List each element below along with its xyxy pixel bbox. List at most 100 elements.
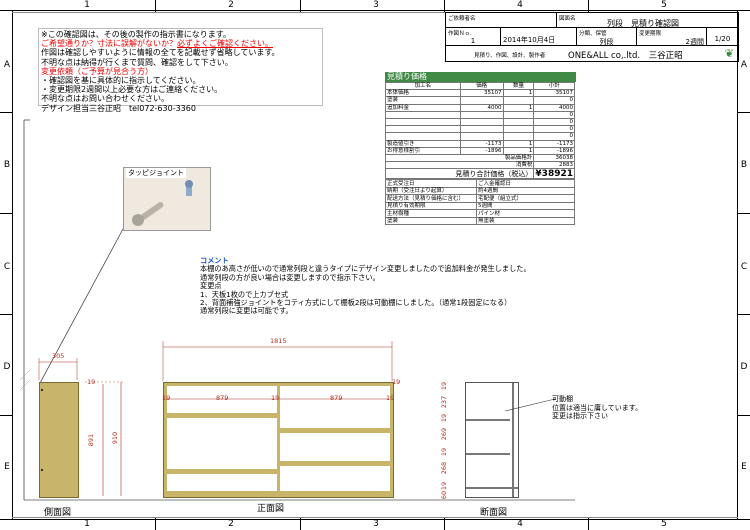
- shelf-board: [167, 413, 277, 418]
- col-4-top: 4: [517, 0, 523, 10]
- note-line-5: 変更依頼（ご予算が見合う方）: [41, 66, 153, 76]
- info-row: 塗装無塗装: [385, 216, 575, 226]
- side-view-label: 側面図: [44, 508, 72, 518]
- screw-icon: [132, 180, 193, 226]
- total-label: 見積り合計価格（税込）: [384, 168, 535, 180]
- col-5-bottom: 5: [661, 519, 667, 529]
- section-view: [465, 382, 519, 498]
- front-right-side: [390, 383, 393, 497]
- shelf-board: [167, 469, 277, 474]
- front-width-dim: 1815: [270, 337, 287, 345]
- front-view: [163, 382, 394, 498]
- frame-left: [12, 10, 13, 520]
- row-d-right: D: [740, 362, 748, 372]
- note-line-9: デザイン担当三谷正昭 tel072-630-3360: [41, 103, 196, 113]
- author-caption: 作図Ｎｏ.: [448, 31, 472, 37]
- client-caption: ご依頼者名: [448, 16, 476, 22]
- instruction-notes: ※この確認図は、その後の製作の指示書になります。 ご希望通りか？寸法に誤解がない…: [38, 28, 323, 113]
- side-height-outer-dim: 910: [111, 431, 120, 445]
- section-view-label: 断面図: [480, 508, 508, 518]
- frame-inner-top: [12, 12, 738, 13]
- col-tick: [588, 518, 589, 530]
- tapping-joint-photo: タッピジョイント: [123, 167, 211, 231]
- section-dim: 268: [440, 461, 449, 475]
- frame-top: [0, 10, 750, 11]
- row-a-left: A: [3, 60, 11, 70]
- note-line-7: ・変更期限2週間以上必要な方はご連絡ください。: [41, 85, 223, 95]
- row-e-left: E: [4, 462, 10, 472]
- tax-value: 2883: [533, 161, 575, 170]
- section-shelf: [466, 453, 510, 455]
- drawing-name: 列段 見積り確認図: [607, 19, 679, 28]
- section-dim: 269: [440, 427, 449, 441]
- row-b-left: B: [3, 160, 11, 170]
- total-row: 見積り合計価格（税込）¥38921: [384, 168, 575, 180]
- comment-title: コメント: [200, 256, 229, 265]
- col-tick: [444, 0, 445, 12]
- front-view-dimensions: [162, 341, 393, 400]
- side-top-dim: 19: [87, 378, 96, 386]
- col-3-top: 3: [373, 0, 379, 10]
- col-2-bottom: 2: [228, 519, 234, 529]
- row-tick: [0, 213, 12, 214]
- maker-name: ONE&ALL co,.ltd. 三谷正昭: [568, 51, 683, 61]
- leaf-logo-icon: ❦: [724, 47, 734, 60]
- front-side-thk: 19: [386, 394, 395, 402]
- row-c-right: C: [740, 262, 748, 272]
- row-tick: [0, 314, 12, 315]
- front-mid-side: [277, 383, 280, 497]
- quote-title: 見積り価格: [385, 72, 576, 82]
- comment-box: コメント 本棚のあ高さが低いので通常列段と違うタイプにデザイン変更しましたので追…: [197, 256, 570, 315]
- side-depth-dim: 305: [52, 352, 65, 360]
- side-height-inner-dim: 891: [87, 433, 96, 447]
- row-e-right: E: [741, 462, 747, 472]
- period-caption: 変更期限: [639, 31, 662, 37]
- section-dim: 19: [440, 381, 449, 391]
- col-2-top: 2: [228, 0, 234, 10]
- photo-label: タッピジョイント: [126, 168, 186, 178]
- front-side-thk: 19: [271, 394, 280, 402]
- category: 列段: [599, 38, 614, 46]
- row-d-left: D: [3, 362, 11, 372]
- section-note-3: 変更は指示下さい: [552, 412, 608, 421]
- section-dim: 237: [440, 395, 449, 409]
- quote-header-row: 加工名 価格 数量 小計: [385, 81, 575, 91]
- section-note: 可動棚 位置は適当に庸しています。 変更は指示下さい: [552, 395, 642, 421]
- col-1-bottom: 1: [84, 519, 90, 529]
- col-tick: [444, 518, 445, 530]
- note-line-3: 作図は確認しやすいように情報の全てを記載せず省略しています。: [41, 48, 280, 58]
- section-note-1: 可動棚: [552, 395, 573, 403]
- col-5-top: 5: [661, 0, 667, 10]
- category-caption: 分類、保管: [579, 31, 607, 37]
- note-line-4: 不明な点は納得が行くまで質問、確認をして下さい。: [41, 57, 233, 67]
- note-line-1: ※この確認図は、その後の製作の指示書になります。: [41, 30, 231, 39]
- frame-right: [737, 10, 738, 520]
- row-tick: [0, 415, 12, 416]
- comment-line: 2、背面補強ジョイントをコティ方式にして棚板2段は可動棚にしました。（通常1段固…: [200, 298, 512, 308]
- row-tick: [738, 415, 750, 416]
- section-shelf: [466, 487, 518, 489]
- section-note-2: 位置は適当に庸しています。: [552, 403, 643, 412]
- row-b-right: B: [740, 160, 748, 170]
- note-line-2b: 必ずよくご確認ください。: [177, 39, 273, 49]
- frame-inner-bottom: [12, 517, 738, 518]
- scale: 1/20: [714, 35, 731, 43]
- section-shelf: [466, 419, 510, 421]
- total-value: ¥38921: [533, 168, 575, 180]
- section-back-panel: [512, 383, 514, 497]
- section-dim: 19: [440, 481, 449, 491]
- col-4-bottom: 4: [517, 519, 523, 529]
- row-tick: [738, 314, 750, 315]
- note-line-2a: ご希望通りか？寸法に誤解がないか？: [41, 39, 177, 49]
- col-tick: [588, 0, 589, 12]
- shelf-board: [280, 461, 390, 466]
- side-view-panel: [39, 382, 79, 498]
- row-a-right: A: [740, 60, 748, 70]
- comment-line: 通常列段の方が良い場合は変更しますので指示下さい。: [200, 272, 380, 282]
- row-tick: [738, 213, 750, 214]
- front-top-thk: 19: [392, 378, 401, 386]
- row-tick: [738, 112, 750, 113]
